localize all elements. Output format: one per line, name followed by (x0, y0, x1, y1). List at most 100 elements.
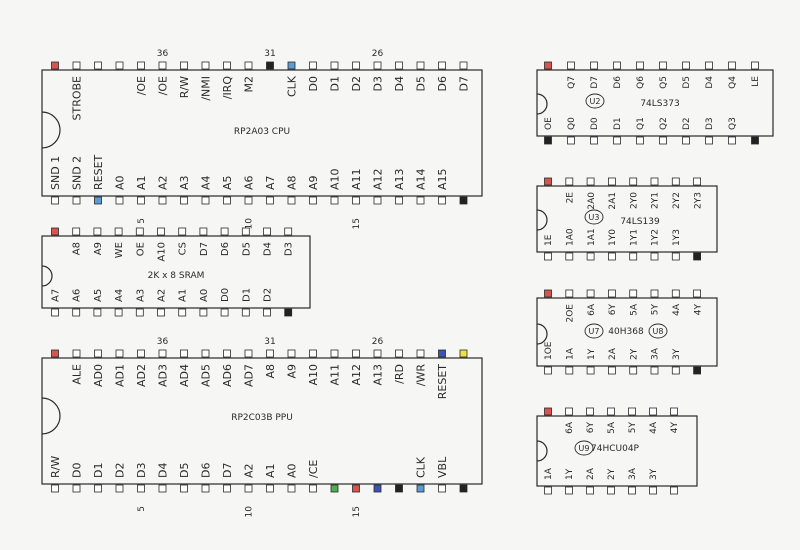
hcu04-top-pin (628, 407, 636, 416)
hcu04-top-label: 4Y (670, 422, 680, 434)
ppu-top-label: A12 (350, 364, 363, 386)
cpu-top-pin (459, 61, 468, 70)
cpu-bottom-label: A13 (393, 168, 406, 190)
cpu-top-pin (266, 61, 274, 70)
h368-bottom-pin (608, 366, 616, 375)
sram-bottom-label: A2 (157, 289, 168, 302)
ls373-bottom-label: Q0 (567, 117, 577, 130)
ls139-top-label: 2A1 (608, 192, 618, 210)
cpu-top-pin (373, 61, 382, 70)
ls139-bottom-label: 1A0 (565, 228, 575, 246)
sram-bottom-label: A4 (114, 289, 125, 302)
ppu-notch (41, 397, 61, 435)
sram-bottom-pin (135, 308, 144, 317)
cpu-bottom-label: A7 (264, 175, 277, 190)
cpu-bottom-pin (137, 196, 145, 205)
hcu04-bottom-pin (586, 486, 594, 495)
ppu-top-pin (309, 349, 317, 358)
cpu-bottom-pin (438, 196, 446, 205)
ppu-bottom-label: D0 (70, 463, 83, 478)
ls373-top-label: D4 (705, 76, 715, 89)
ppu-top-pin (201, 349, 210, 358)
h368-top-label: 6Y (608, 304, 618, 316)
cpu-top-pin (158, 61, 167, 70)
pin-number-marker: 31 (264, 49, 275, 59)
pin-number-marker: 31 (264, 337, 275, 347)
ls139-bottom-pin (671, 252, 680, 261)
ppu-bottom-pin (330, 484, 339, 493)
cpu-top-label: CLK (285, 75, 298, 97)
h368-bottom-label: 1A (565, 347, 575, 360)
cpu-bottom-label: A4 (199, 175, 212, 190)
ls139-top-pin (544, 177, 552, 186)
h368-bottom-pin (586, 366, 595, 375)
cpu-bottom-pin (51, 196, 59, 205)
cpu-top-pin (438, 61, 446, 70)
ref-designator-circle (574, 440, 594, 456)
ls139-top-label: 2A0 (587, 192, 597, 210)
h368-body (536, 297, 718, 367)
ppu-top-pin (158, 349, 167, 358)
ls139-bottom-label: 1A1 (587, 228, 597, 246)
sram-top-label: A10 (157, 242, 168, 262)
sram-bottom-label: D2 (263, 288, 274, 302)
hcu04-bottom-label: 2Y (607, 468, 617, 480)
ref-designator: U7 (589, 327, 600, 336)
ppu-top-pin (373, 349, 382, 358)
cpu-top-pin (223, 61, 231, 70)
hcu04-top-label: 5Y (628, 422, 638, 434)
ref-designator: U3 (589, 213, 600, 222)
ls373-top-pin (751, 61, 759, 70)
h368-bottom-pin (650, 366, 659, 375)
sram-bottom-pin (199, 308, 208, 317)
h368-bottom-label: 1OE (544, 341, 554, 360)
cpu-top-pin (395, 61, 403, 70)
cpu-top-label: D5 (414, 76, 427, 91)
h368-top-label: 6A (587, 303, 597, 316)
ls373-top-label: D5 (682, 76, 692, 89)
cpu-top-pin (115, 61, 124, 70)
hcu04-top-label: 6Y (586, 422, 596, 434)
ls139-top-label: 2Y2 (672, 192, 682, 209)
ppu-bottom-label: A1 (264, 463, 277, 478)
ppu-bottom-pin (459, 484, 468, 493)
cpu-bottom-label: A2 (156, 175, 169, 190)
cpu-bottom-pin (266, 196, 274, 205)
cpu-top-pin (72, 61, 81, 70)
h368-top-pin (693, 289, 701, 298)
cpu-top-label: /OE (156, 76, 169, 95)
sram-bottom-label: A7 (51, 289, 62, 302)
sram-top-label: WE (114, 242, 125, 258)
ls373-top-label: Q6 (636, 76, 646, 89)
sram-top-pin (72, 227, 81, 236)
hcu04-bottom-pin (649, 486, 657, 495)
hcu04-bottom-pin (607, 486, 615, 495)
ls139-chip: 1E2E1A02A01A12A11Y02Y01Y12Y11Y22Y21Y32Y3… (536, 177, 718, 261)
cpu-bottom-pin (72, 196, 81, 205)
ls139-top-label: 2Y1 (651, 192, 661, 209)
h368-top-label: 5A (629, 303, 639, 316)
ls373-top-label: Q7 (567, 76, 577, 89)
ls373-bottom-pin (567, 136, 575, 145)
ppu-bottom-pin (244, 484, 253, 493)
h368-top-pin (544, 289, 552, 298)
h368-bottom-pin (671, 366, 680, 375)
sram-body (41, 235, 311, 309)
ppu-bottom-pin (94, 484, 102, 493)
cpu-bottom-pin (309, 196, 317, 205)
ppu-top-pin (287, 349, 296, 358)
cpu-bottom-label: A12 (371, 168, 384, 190)
sram-top-pin (220, 227, 229, 236)
ppu-bottom-label: D1 (92, 463, 105, 478)
h368-bottom-pin (629, 366, 638, 375)
ls139-name: 74LS139 (620, 217, 660, 227)
ppu-top-label: AD4 (178, 364, 191, 387)
sram-bottom-pin (51, 308, 59, 317)
cpu-bottom-pin (416, 196, 425, 205)
ppu-top-pin (459, 349, 468, 358)
ppu-top-label: AD6 (221, 364, 234, 387)
ls373-top-label: Q4 (728, 76, 738, 89)
